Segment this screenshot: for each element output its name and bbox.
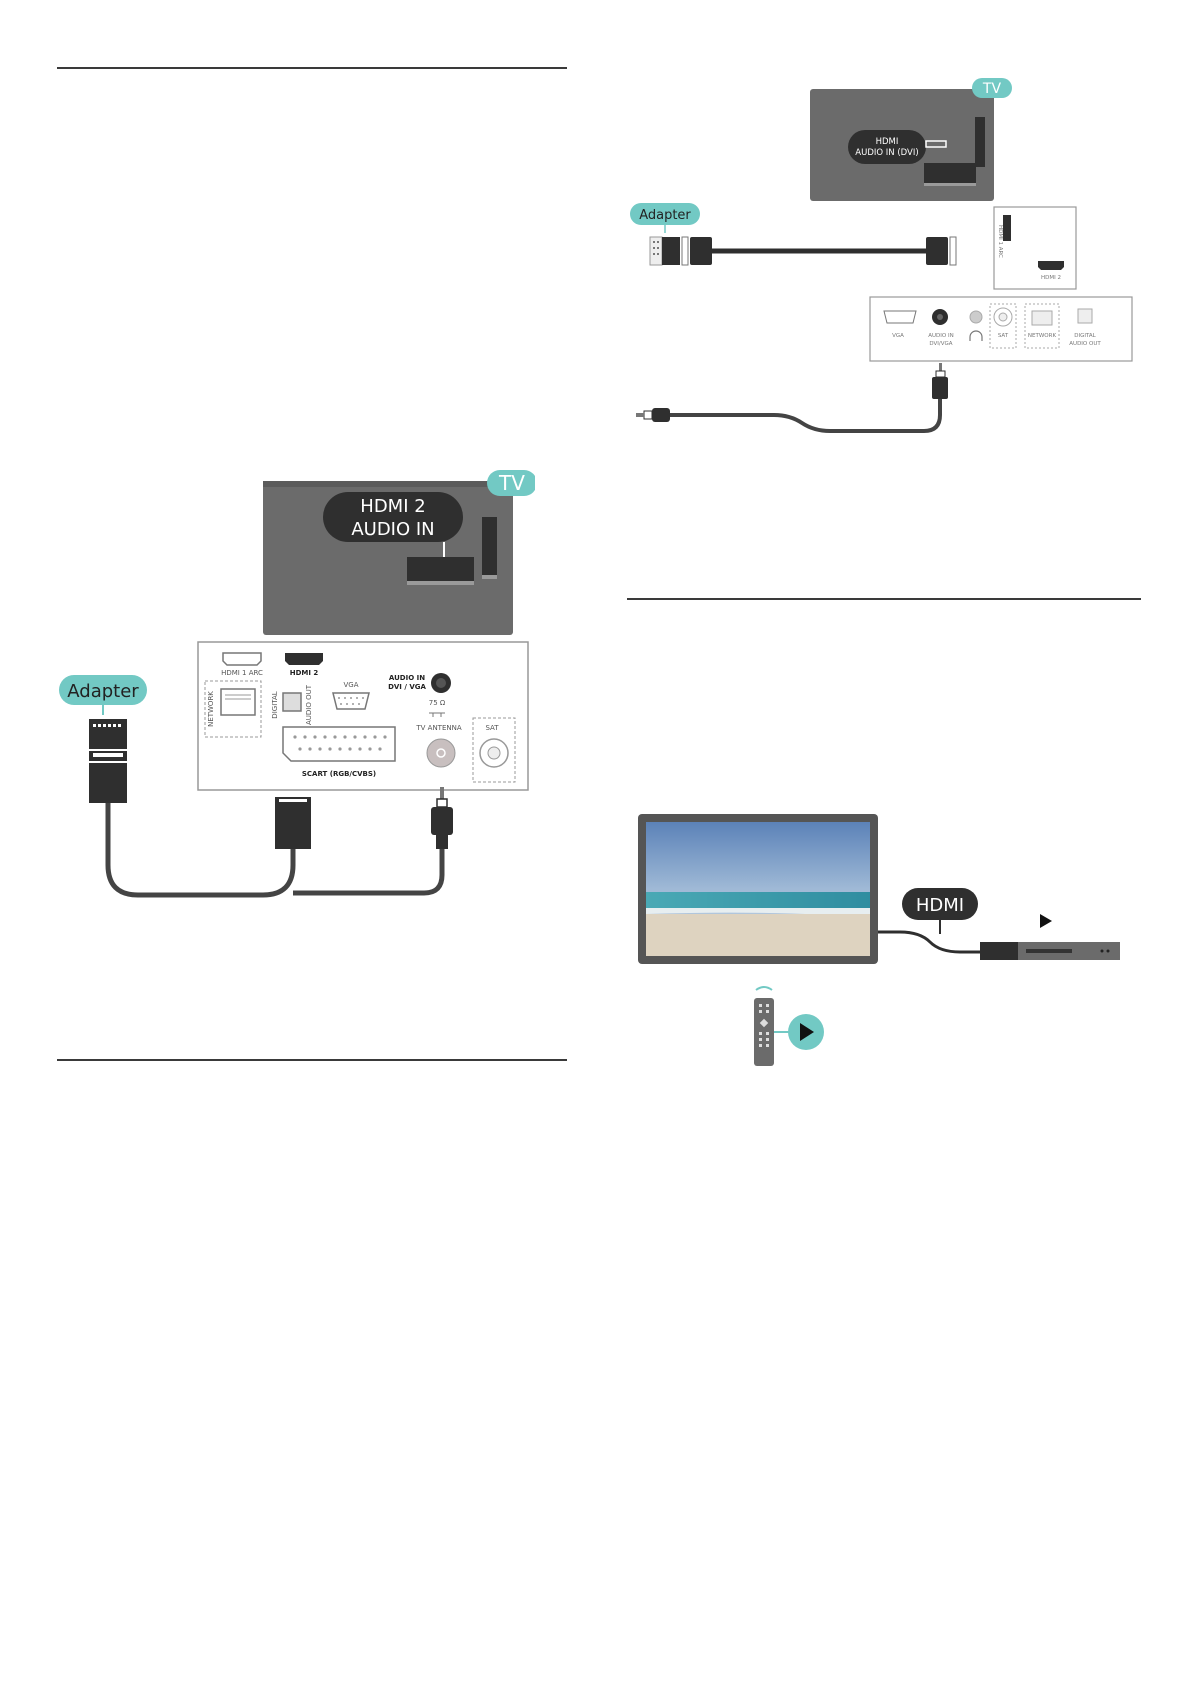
svg-text:AUDIO IN: AUDIO IN [351, 519, 434, 540]
svg-text:HDMI 2: HDMI 2 [360, 496, 425, 517]
svg-text:VGA: VGA [343, 681, 358, 689]
svg-text:DIGITAL: DIGITAL [1074, 333, 1096, 339]
play-indicator-icon [1040, 914, 1052, 928]
svg-text:DVI / VGA: DVI / VGA [388, 683, 426, 691]
svg-text:SAT: SAT [485, 724, 499, 732]
ir-signal-icon [755, 986, 773, 991]
svg-text:AUDIO OUT: AUDIO OUT [1069, 341, 1101, 347]
svg-text:AUDIO IN (DVI): AUDIO IN (DVI) [855, 148, 918, 158]
section-rule-right [627, 598, 1141, 600]
svg-text:DVI/VGA: DVI/VGA [929, 341, 952, 347]
audio-jack-plug [431, 787, 453, 849]
svg-text:AUDIO OUT: AUDIO OUT [305, 684, 313, 725]
svg-text:NETWORK: NETWORK [1028, 333, 1057, 339]
vga-port: VGA [883, 310, 917, 339]
network-port [1031, 310, 1053, 326]
hdmi-audio-in-dvi-callout: HDMI AUDIO IN (DVI) [848, 130, 926, 164]
hdmi2-port: HDMI 2 [1038, 261, 1064, 281]
svg-text:SAT: SAT [998, 333, 1009, 339]
audio-jack-plug-end [636, 408, 670, 422]
digital-audio-out-port [282, 692, 302, 712]
network-port [220, 688, 256, 716]
svg-text:TV: TV [498, 471, 525, 495]
svg-text:Adapter: Adapter [639, 208, 691, 223]
cable-hdmi [878, 930, 980, 954]
svg-text:AUDIO IN: AUDIO IN [928, 333, 953, 339]
hdmi-audio-in-diagram: TV HDMI 2 AUDIO IN HDMI 1 ARC HDMI 2 NET… [55, 465, 535, 915]
hdmi1-arc-port: HDMI 1 ARC [221, 652, 263, 677]
headphone-jack [969, 310, 983, 324]
svg-text:TV ANTENNA: TV ANTENNA [415, 724, 461, 732]
svg-text:Adapter: Adapter [67, 681, 139, 702]
beach-image [646, 822, 870, 956]
scart-port [282, 726, 396, 762]
tv-tag: TV [487, 470, 535, 496]
adapter-tag: Adapter [59, 675, 147, 715]
svg-text:75 Ω: 75 Ω [429, 699, 446, 707]
svg-text:AUDIO IN: AUDIO IN [389, 674, 425, 682]
svg-text:HDMI 2: HDMI 2 [290, 669, 319, 677]
tv-antenna-port [426, 738, 456, 768]
remote-control [754, 998, 774, 1066]
svg-text:HDMI: HDMI [876, 137, 899, 147]
connector-panel [869, 296, 1133, 362]
hdmi-tag: HDMI [902, 888, 978, 934]
svg-text:HDMI 1 ARC: HDMI 1 ARC [221, 669, 263, 677]
svg-text:HDMI: HDMI [916, 895, 964, 916]
hdmi2-audio-in-callout: HDMI 2 AUDIO IN [323, 492, 463, 559]
hdmi2-port: HDMI 2 [285, 653, 323, 677]
svg-text:SCART (RGB/CVBS): SCART (RGB/CVBS) [302, 770, 376, 778]
svg-text:HDMI 2: HDMI 2 [1041, 275, 1061, 281]
audio-jack-plug [932, 363, 948, 399]
cable-audio [293, 849, 445, 896]
dvi-audio-in-diagram: TV HDMI AUDIO IN (DVI) HDMI 1 ARC HDMI 2… [630, 75, 1140, 465]
connector-panel [197, 641, 529, 791]
svg-text:NETWORK: NETWORK [207, 691, 215, 727]
section-rule-bottom-left [57, 1059, 567, 1061]
digital-audio-out-port [1077, 308, 1093, 324]
audio-in-jack: AUDIO IN DVI/VGA [928, 309, 954, 347]
cable-audio [670, 399, 942, 433]
hdmi-cec-diagram: HDMI [630, 810, 1140, 1070]
svg-text:VGA: VGA [892, 333, 904, 339]
section-rule-top-left [57, 67, 567, 69]
adapter-dvi-plug [662, 237, 680, 265]
adapter-tag: Adapter [630, 203, 700, 233]
svg-text:TV: TV [982, 81, 1002, 97]
tv-tag: TV [972, 78, 1012, 98]
hdmi-plug [926, 237, 948, 265]
svg-text:DIGITAL: DIGITAL [271, 691, 279, 718]
hdmi1-arc-port: HDMI 1 ARC [997, 215, 1011, 258]
vga-port [332, 692, 370, 710]
svg-text:HDMI 1 ARC: HDMI 1 ARC [997, 225, 1003, 258]
play-button-icon [788, 1014, 824, 1050]
adapter-dvi-plug [89, 719, 127, 749]
headphone-icon [969, 330, 983, 341]
cable-adapter-to-hdmi [105, 803, 296, 898]
